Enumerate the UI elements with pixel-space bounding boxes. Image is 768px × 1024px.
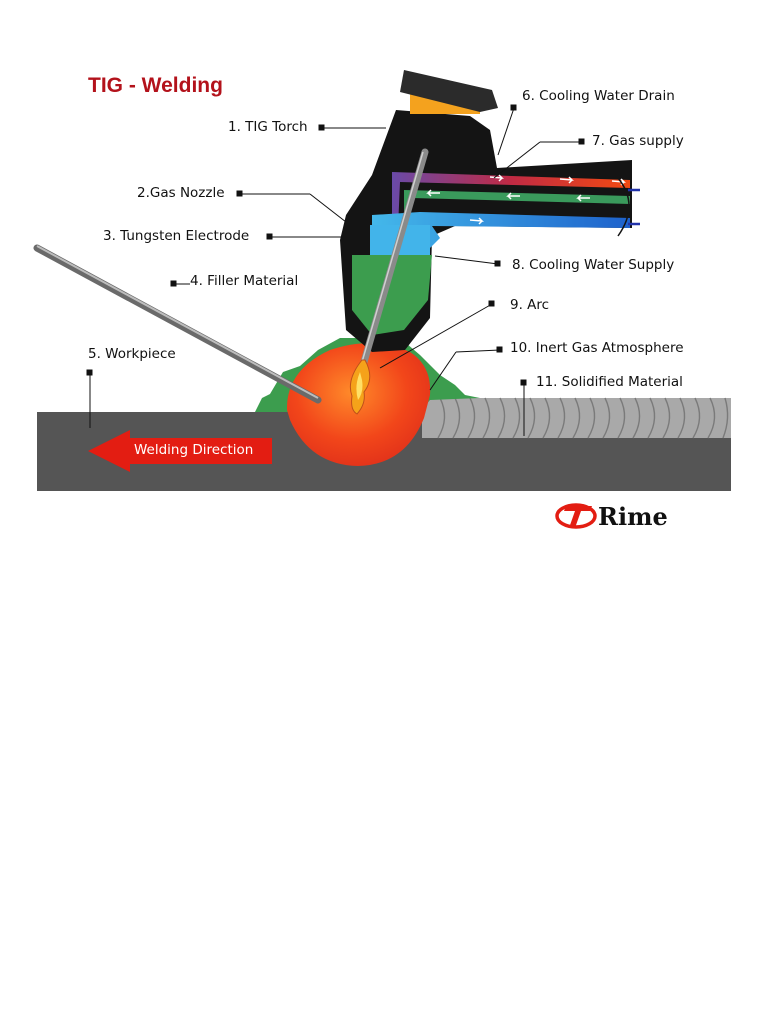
label-cooling-water-drain: 6. Cooling Water Drain <box>522 88 675 104</box>
label-workpiece: 5. Workpiece <box>88 346 176 362</box>
label-gas-nozzle: 2.Gas Nozzle <box>137 185 225 201</box>
nozzle-gas <box>352 255 432 335</box>
label-solidified-material: 11. Solidified Material <box>536 374 683 390</box>
leader-lines <box>86 104 585 436</box>
electrode-highlight <box>361 151 424 363</box>
filler-rod <box>33 244 322 404</box>
label-tig-torch: 1. TIG Torch <box>228 119 308 135</box>
water-supply-line <box>372 212 630 248</box>
label-cooling-water-supply: 8. Cooling Water Supply <box>512 257 675 273</box>
diagram-title: TIG - Welding <box>88 74 223 97</box>
brand-name: Rime <box>598 502 668 531</box>
rime-logo-icon <box>555 503 597 529</box>
tungsten-electrode <box>360 148 429 366</box>
torch-cap-top <box>400 70 498 112</box>
filler-rod-highlight <box>36 245 319 399</box>
gas-line <box>392 172 630 228</box>
solidified-ripples <box>437 397 729 439</box>
welding-direction-label: Welding Direction <box>134 442 254 458</box>
hose-outlet <box>628 188 640 226</box>
label-filler-material: 4. Filler Material <box>190 273 299 289</box>
label-gas-supply: 7. Gas supply <box>592 133 684 149</box>
label-tungsten-electrode: 3. Tungsten Electrode <box>103 228 250 244</box>
hose-end-curve <box>617 177 630 237</box>
welding-direction-arrow <box>88 430 272 472</box>
label-arc: 9. Arc <box>510 297 550 313</box>
arc-core <box>356 372 363 400</box>
label-inert-gas: 10. Inert Gas Atmosphere <box>510 340 684 356</box>
drain-line <box>404 190 630 226</box>
